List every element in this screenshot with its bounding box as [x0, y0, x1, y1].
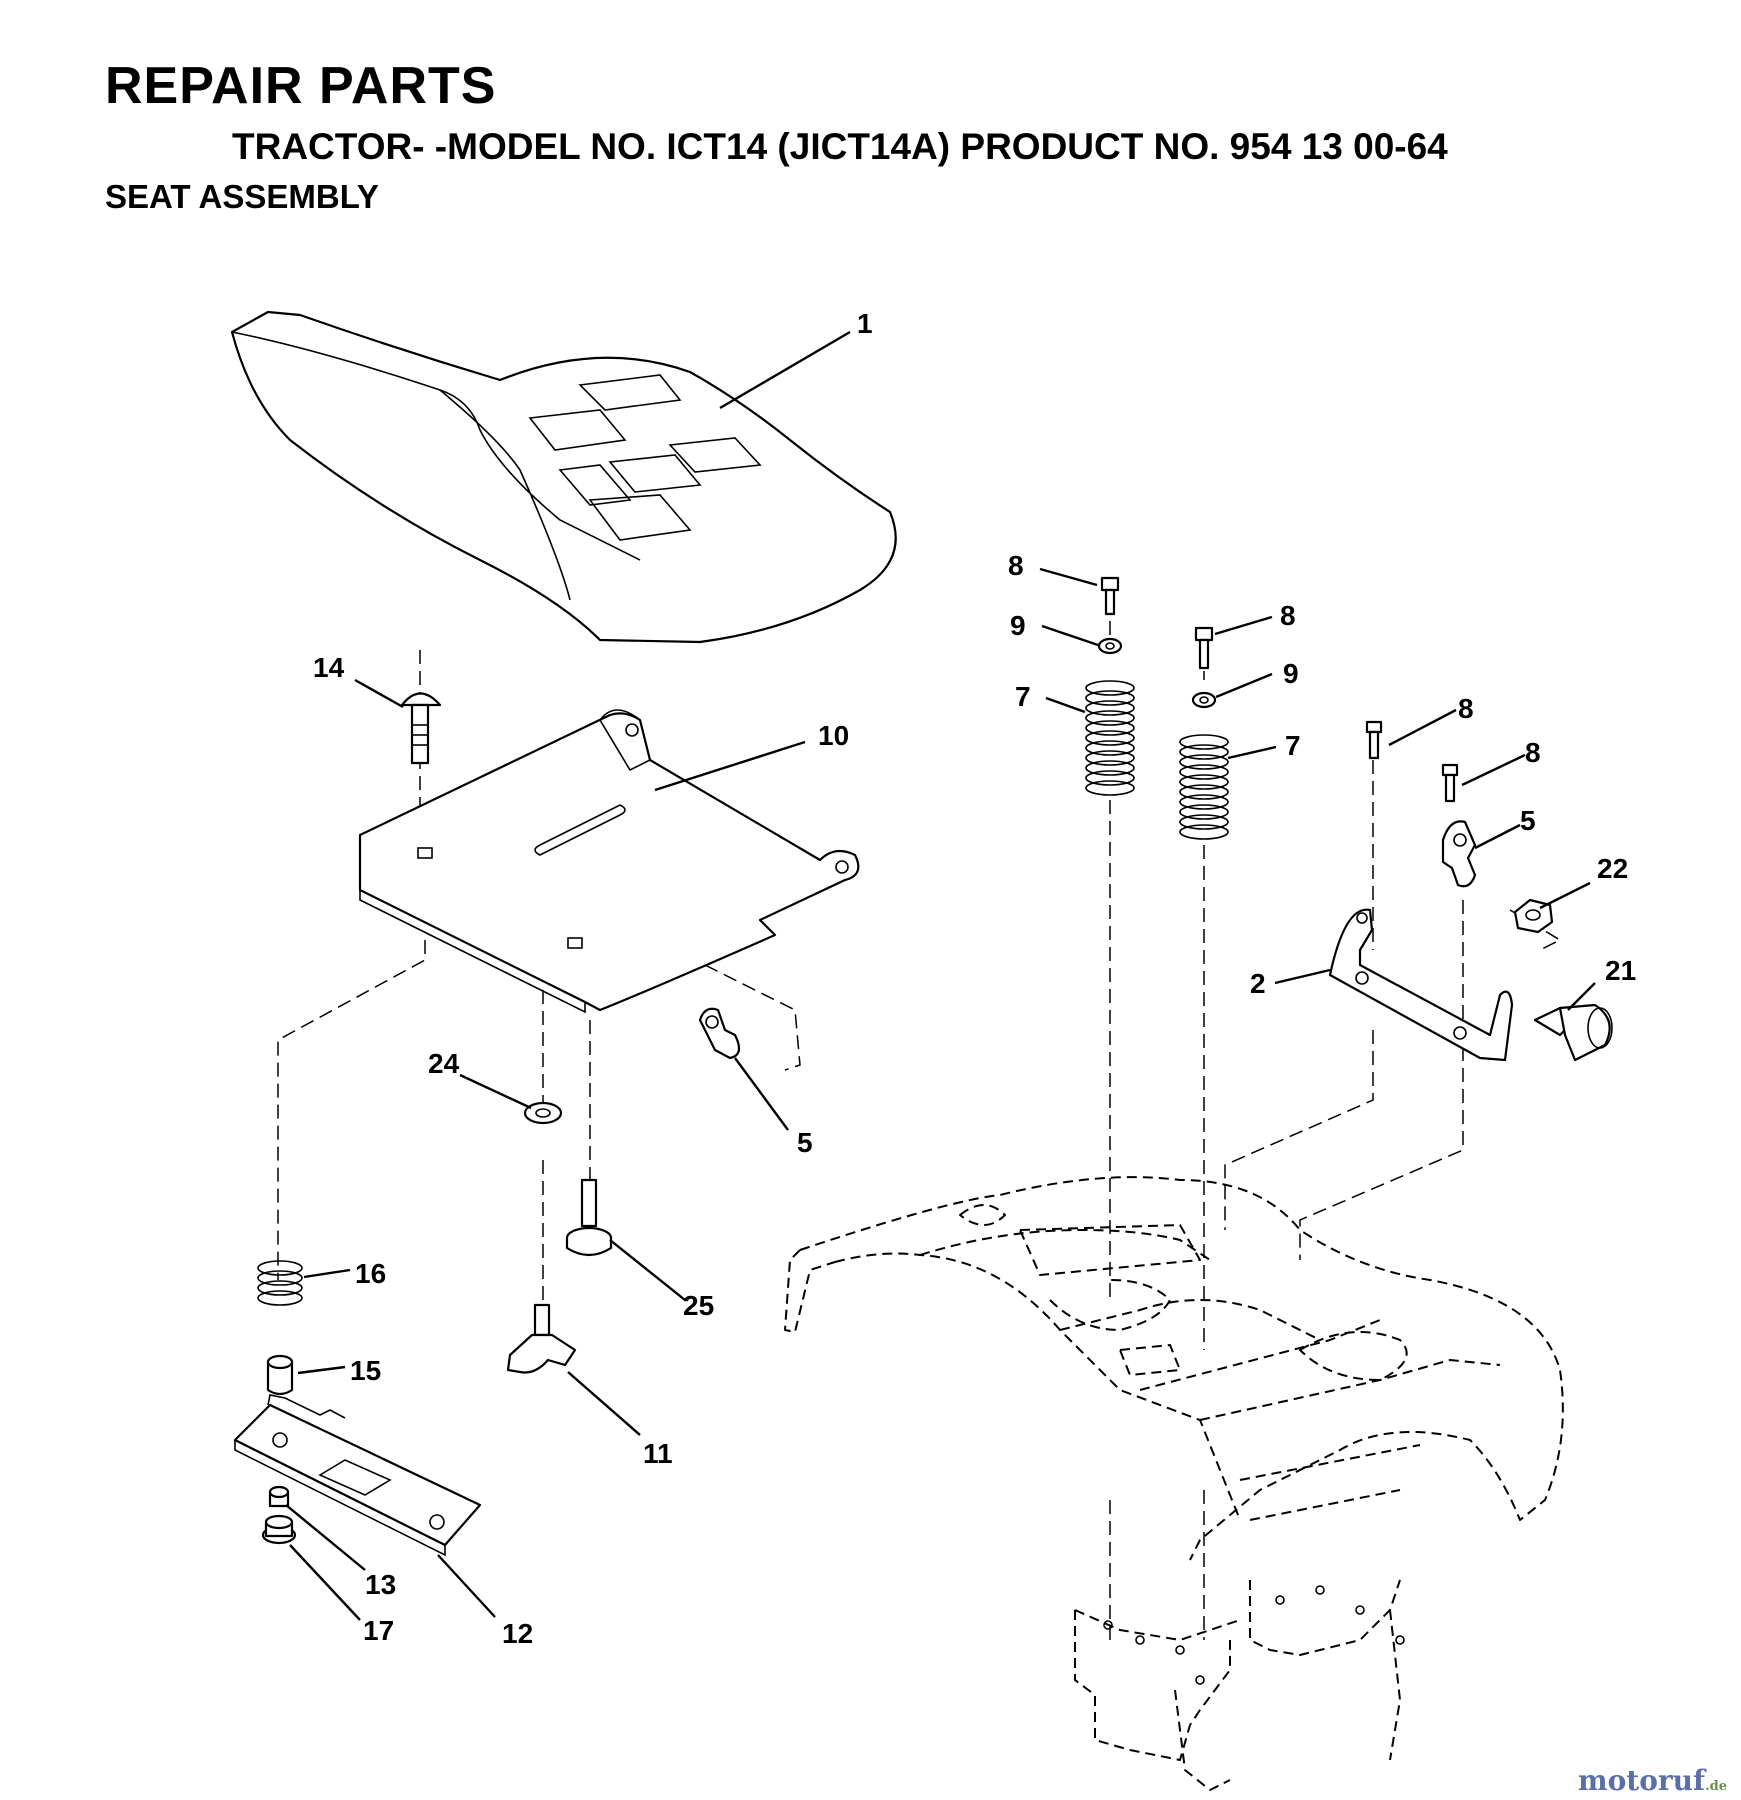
bolt-8-c [1365, 720, 1383, 760]
knob-11 [506, 1303, 577, 1374]
callout-21: 21 [1605, 955, 1636, 986]
page-title: REPAIR PARTS [105, 57, 497, 115]
callout-13: 13 [365, 1569, 396, 1600]
bolt-8-a [1100, 576, 1120, 616]
watermark-text: motoruf [1578, 1764, 1706, 1797]
flange-bolt-21 [1533, 1003, 1613, 1062]
callout-10: 10 [818, 720, 849, 751]
model-line: TRACTOR- -MODEL NO. ICT14 (JICT14A) PROD… [232, 126, 1448, 167]
watermark-tld: .de [1705, 1779, 1727, 1794]
nut-13 [268, 1485, 290, 1508]
callout-17: 17 [363, 1615, 394, 1646]
callout-15: 15 [350, 1355, 381, 1386]
bracket-2 [1328, 908, 1514, 1062]
callout-8-c: 8 [1458, 693, 1474, 724]
callout-9-b: 9 [1283, 658, 1299, 689]
callout-25: 25 [683, 1290, 714, 1321]
callout-8-b: 8 [1280, 600, 1296, 631]
flange-nut-17 [261, 1514, 297, 1545]
watermark-logo: motoruf.de [1578, 1764, 1727, 1797]
spacer-15 [266, 1354, 294, 1396]
leader-lines [285, 330, 1596, 1621]
callout-5-b: 5 [797, 1127, 813, 1158]
callout-2: 2 [1250, 968, 1266, 999]
spring-7-a [1085, 680, 1135, 796]
callout-8-a: 8 [1008, 550, 1024, 581]
section-title: SEAT ASSEMBLY [105, 178, 379, 215]
callout-24: 24 [428, 1048, 460, 1079]
callout-16: 16 [355, 1258, 386, 1289]
clip-5-right [1441, 820, 1477, 888]
bracket-12 [233, 1394, 482, 1557]
bolt-8-b [1194, 626, 1214, 670]
washer-9-b [1191, 691, 1217, 709]
callout-11: 11 [643, 1438, 673, 1469]
alignment-lines [277, 600, 1562, 1640]
washer-9-a [1097, 637, 1123, 655]
callout-14: 14 [313, 652, 345, 683]
spring-7-b [1179, 734, 1229, 840]
callout-7-a: 7 [1015, 681, 1031, 712]
clip-5-left [698, 1007, 741, 1060]
tractor-frame [784, 1176, 1564, 1791]
callout-8-d: 8 [1525, 737, 1541, 768]
callout-7-b: 7 [1285, 730, 1301, 761]
nut-22 [1513, 898, 1554, 934]
callout-12: 12 [502, 1618, 533, 1649]
seat-part [230, 310, 897, 644]
carriage-bolt-14 [400, 692, 442, 765]
washer-24 [523, 1101, 563, 1125]
callout-1: 1 [857, 308, 873, 339]
bolt-8-d [1441, 763, 1459, 803]
callout-22: 22 [1597, 853, 1628, 884]
seat-pan-part [358, 709, 860, 1014]
spring-16 [257, 1260, 303, 1306]
callout-5-a: 5 [1520, 805, 1536, 836]
callout-9-a: 9 [1010, 610, 1026, 641]
shoulder-bolt-25 [565, 1178, 613, 1257]
callout-labels: 1 14 10 8 9 7 8 9 7 8 8 5 22 2 21 24 5 2… [313, 308, 1636, 1649]
